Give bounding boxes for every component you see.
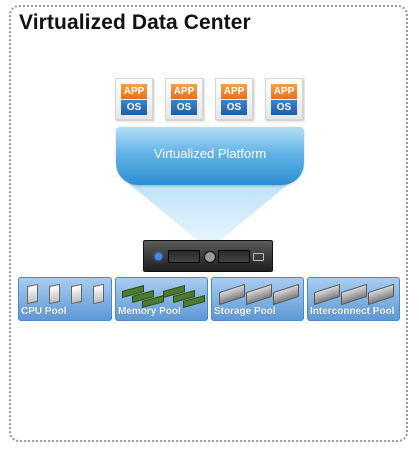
vm-stack: APP OS xyxy=(165,78,203,120)
diagram-title: Virtualized Data Center xyxy=(19,11,251,34)
power-led-icon xyxy=(155,253,162,260)
cpu-card-icon xyxy=(49,283,60,305)
app-label: APP xyxy=(171,84,197,99)
switch-icon xyxy=(314,283,340,306)
os-label: OS xyxy=(271,100,297,115)
os-label: OS xyxy=(171,100,197,115)
storage-pool: Storage Pool xyxy=(211,277,304,321)
app-label: APP xyxy=(121,84,147,99)
switch-icon xyxy=(341,283,367,306)
pool-label: Memory Pool xyxy=(118,306,181,317)
server-icon xyxy=(143,240,273,272)
cpu-card-icon xyxy=(27,283,38,305)
pool-label: Interconnect Pool xyxy=(310,306,395,317)
pool-label: Storage Pool xyxy=(214,306,276,317)
cpu-card-icon xyxy=(71,283,82,305)
app-label: APP xyxy=(221,84,247,99)
pool-label: CPU Pool xyxy=(21,306,67,317)
vm-stack: APP OS xyxy=(115,78,153,120)
os-label: OS xyxy=(121,100,147,115)
diagram-frame xyxy=(9,5,408,442)
os-label: OS xyxy=(221,100,247,115)
drive-bay xyxy=(168,250,200,263)
server-knob-icon xyxy=(204,251,216,263)
vm-stack: APP OS xyxy=(215,78,253,120)
app-label: APP xyxy=(271,84,297,99)
cpu-card-icon xyxy=(93,283,104,305)
platform-label: Virtualized Platform xyxy=(153,146,267,161)
drive-bay xyxy=(218,250,250,263)
disk-icon xyxy=(273,283,299,306)
server-port-icon xyxy=(253,253,264,261)
disk-icon xyxy=(219,283,245,306)
cpu-pool: CPU Pool xyxy=(18,277,112,321)
switch-icon xyxy=(368,283,394,306)
virtualized-platform: Virtualized Platform xyxy=(116,127,304,185)
disk-icon xyxy=(246,283,272,306)
memory-pool: Memory Pool xyxy=(115,277,208,321)
vm-stack: APP OS xyxy=(265,78,303,120)
interconnect-pool: Interconnect Pool xyxy=(307,277,400,321)
